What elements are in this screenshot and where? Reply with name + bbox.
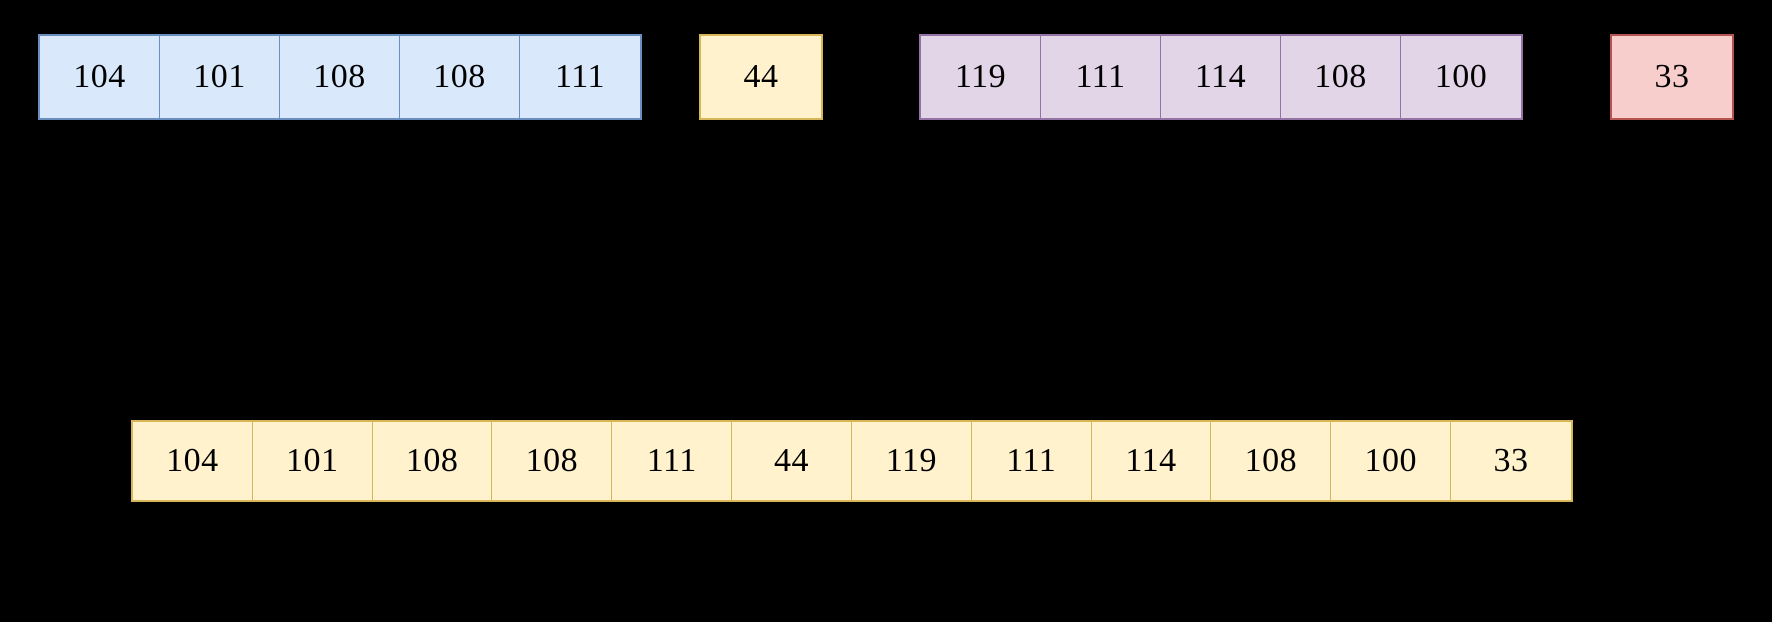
byte-cell: 44: [732, 422, 852, 500]
byte-cell: 108: [492, 422, 613, 500]
byte-cell: 111: [1041, 36, 1161, 118]
byte-cell: 114: [1161, 36, 1281, 118]
byte-cell: 108: [1281, 36, 1401, 118]
byte-group-comma: 44: [699, 34, 823, 120]
byte-cell: 108: [280, 36, 400, 118]
byte-cell: 114: [1092, 422, 1212, 500]
byte-group-world: 119 111 114 108 100: [919, 34, 1523, 120]
byte-cell: 111: [972, 422, 1092, 500]
byte-cell: 44: [743, 58, 779, 95]
byte-cell: 104: [133, 422, 253, 500]
byte-cell: 101: [253, 422, 373, 500]
byte-cell: 111: [612, 422, 733, 500]
byte-group-result: 104 101 108 108 111 44 119 111 114 108 1…: [131, 420, 1573, 502]
byte-group-hello: 104 101 108 108 111: [38, 34, 642, 120]
byte-cell: 100: [1331, 422, 1452, 500]
byte-cell: 104: [40, 36, 160, 118]
byte-group-bang: 33: [1610, 34, 1734, 120]
byte-cell: 119: [852, 422, 972, 500]
byte-cell: 119: [921, 36, 1041, 118]
byte-cell: 108: [1211, 422, 1332, 500]
byte-cell: 108: [400, 36, 520, 118]
byte-cell: 33: [1654, 58, 1690, 95]
byte-cell: 111: [555, 58, 605, 95]
byte-cell: 100: [1434, 58, 1488, 95]
byte-cell: 101: [160, 36, 280, 118]
byte-cell: 108: [373, 422, 493, 500]
byte-cell: 33: [1493, 442, 1529, 479]
